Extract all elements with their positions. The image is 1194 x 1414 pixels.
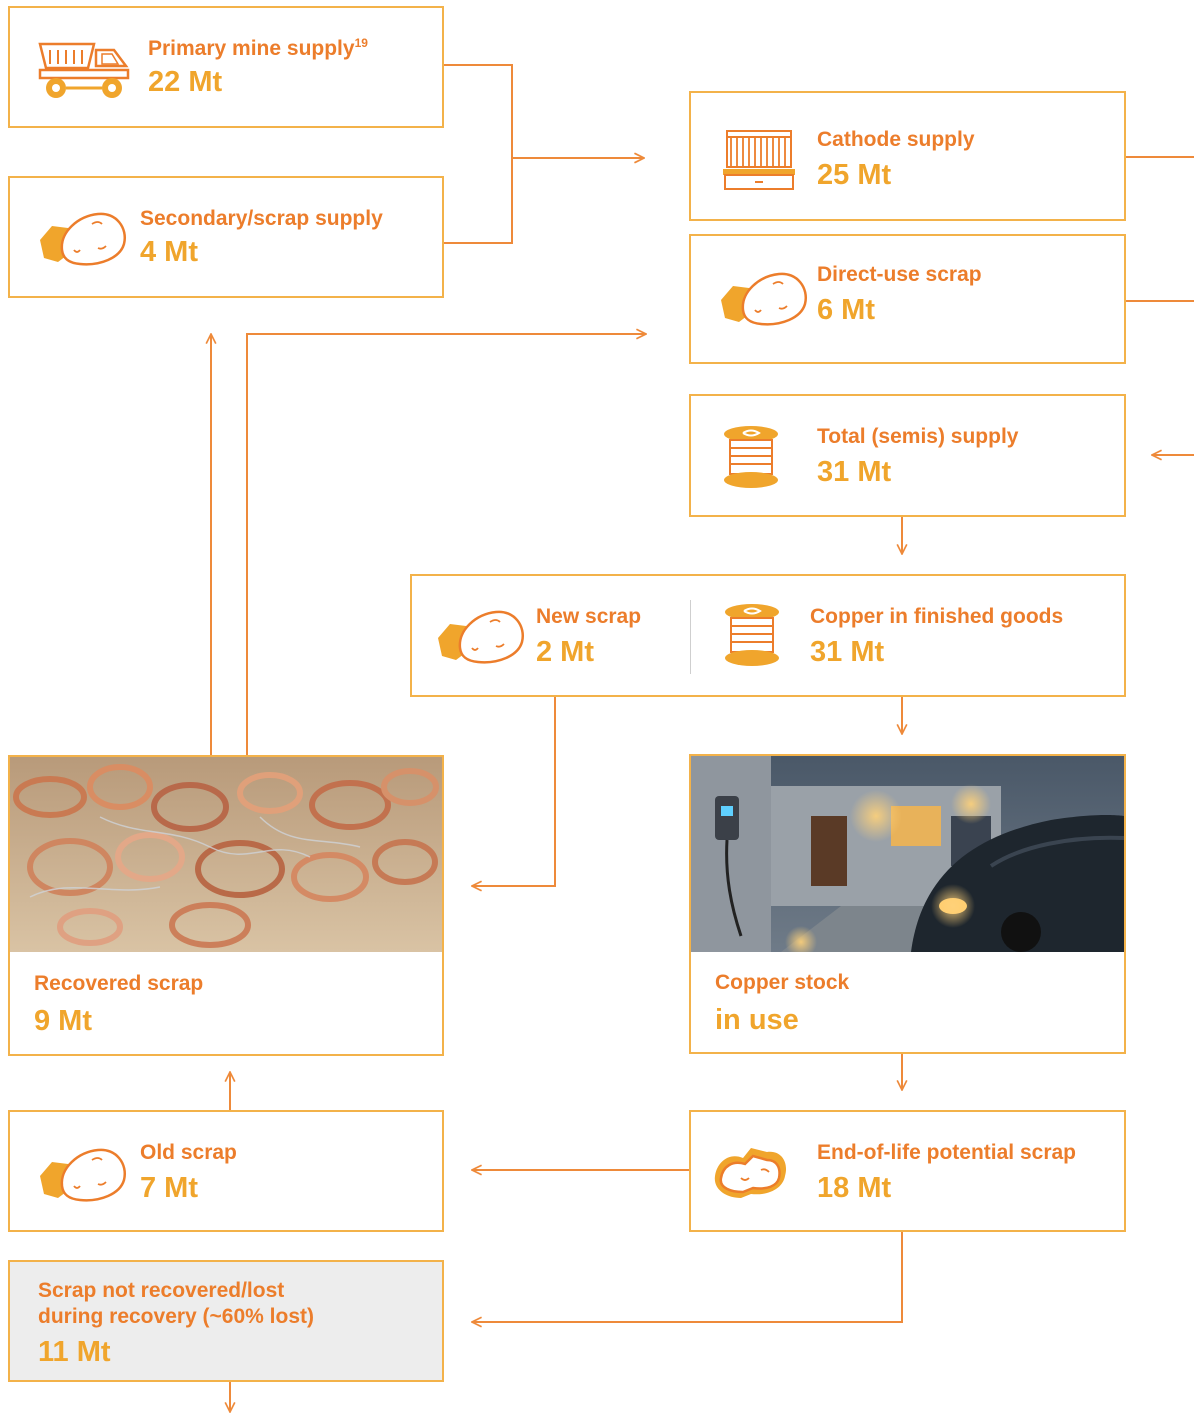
copper-spool-icon xyxy=(724,426,778,488)
lost-value: 11 Mt xyxy=(38,1336,111,1368)
new-scrap-value: 2 Mt xyxy=(536,636,594,668)
direct-use-scrap-box: Direct-use scrap 6 Mt xyxy=(689,234,1126,364)
cathode-label: Cathode supply xyxy=(817,128,975,151)
mining-truck-icon xyxy=(38,42,130,98)
recovered-value: 9 Mt xyxy=(34,1005,92,1037)
stock-value: in use xyxy=(715,1004,799,1036)
end-of-life-label: End-of-life potential scrap xyxy=(817,1141,1077,1164)
mine-to-merge xyxy=(443,64,513,158)
primary-mine-value: 22 Mt xyxy=(148,66,223,98)
total-semis-label: Total (semis) supply xyxy=(817,425,1019,448)
scrap-supply-to-merge xyxy=(443,158,513,244)
footnote-marker: 19 xyxy=(354,36,368,50)
old-scrap-label: Old scrap xyxy=(140,1141,237,1164)
lost-label-line2: during recovery (~60% lost) xyxy=(38,1305,315,1328)
primary-mine-supply-box: Primary mine supply19 22 Mt xyxy=(8,6,444,128)
old-scrap-value: 7 Mt xyxy=(140,1172,198,1204)
section-divider xyxy=(690,600,691,674)
copper-spool-icon xyxy=(725,604,779,666)
secondary-scrap-supply-box: Secondary/scrap supply 4 Mt xyxy=(8,176,444,298)
finished-goods-label: Copper in finished goods xyxy=(810,605,1064,628)
scrap-lost-box: Scrap not recovered/lost during recovery… xyxy=(8,1260,444,1382)
secondary-scrap-value: 4 Mt xyxy=(140,236,198,268)
scrap-rock-icon xyxy=(40,1148,127,1202)
scrap-rock-icon xyxy=(40,212,127,266)
new-scrap-finished-goods-box: New scrap 2 Mt Copper in finished goods … xyxy=(410,574,1126,697)
cathode-value: 25 Mt xyxy=(817,159,892,191)
eol-to-lost-arrow xyxy=(472,1232,903,1322)
ev-charging-house-photo xyxy=(691,756,1124,952)
lost-label-line1: Scrap not recovered/lost xyxy=(38,1279,285,1302)
recovered-to-direct-use-arrow xyxy=(246,334,646,755)
copper-wire-scrap-photo xyxy=(10,757,442,952)
secondary-scrap-label: Secondary/scrap supply xyxy=(140,207,383,230)
cathode-supply-box: Cathode supply 25 Mt xyxy=(689,91,1126,221)
primary-mine-label: Primary mine supply xyxy=(148,37,355,60)
new-scrap-label: New scrap xyxy=(536,605,642,628)
new-scrap-to-recovered-arrow xyxy=(472,697,556,886)
scrap-rock-icon xyxy=(721,272,808,326)
broken-scrap-icon xyxy=(714,1148,787,1198)
end-of-life-scrap-box: End-of-life potential scrap 18 Mt xyxy=(689,1110,1126,1232)
total-semis-supply-box: Total (semis) supply 31 Mt xyxy=(689,394,1126,517)
finished-goods-value: 31 Mt xyxy=(810,636,885,668)
cathode-plate-icon xyxy=(723,130,795,190)
direct-use-label: Direct-use scrap xyxy=(817,263,982,286)
recovered-label: Recovered scrap xyxy=(34,972,204,995)
copper-stock-box: Copper stock in use xyxy=(689,754,1126,1054)
direct-use-value: 6 Mt xyxy=(817,294,875,326)
stock-label: Copper stock xyxy=(715,971,850,994)
old-scrap-box: Old scrap 7 Mt xyxy=(8,1110,444,1232)
total-semis-value: 31 Mt xyxy=(817,456,892,488)
end-of-life-value: 18 Mt xyxy=(817,1172,892,1204)
recovered-scrap-box: Recovered scrap 9 Mt xyxy=(8,755,444,1056)
scrap-rock-icon xyxy=(438,610,525,664)
